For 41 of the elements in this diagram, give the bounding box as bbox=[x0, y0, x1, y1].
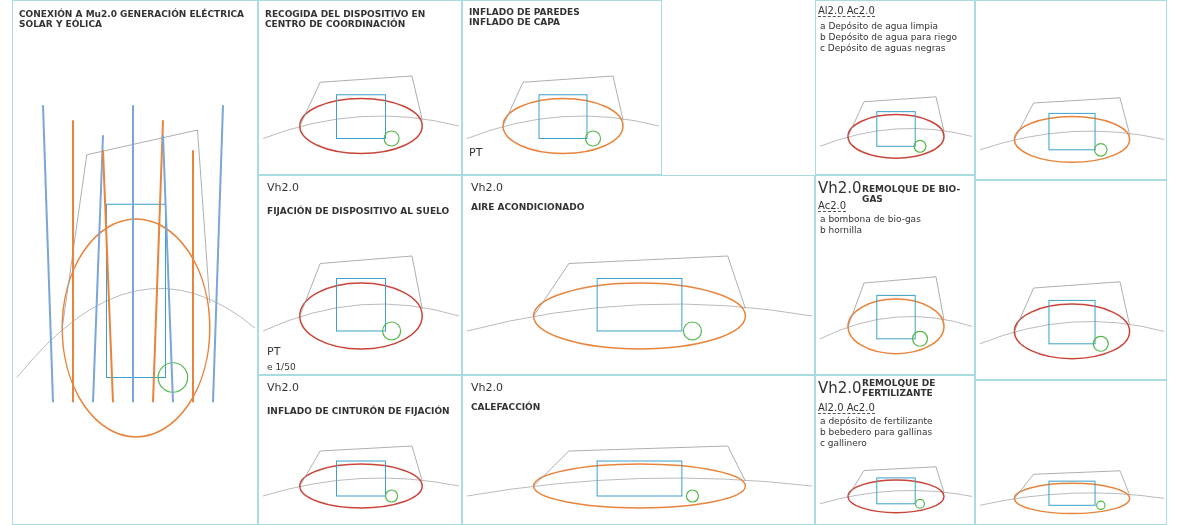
panel-heading: Vh2.0 bbox=[471, 182, 503, 194]
code-heading: Vh2.0 bbox=[818, 380, 862, 396]
note-text: a Depósito de agua limpia bbox=[820, 21, 939, 31]
drawing-panel bbox=[462, 175, 815, 375]
drawing-panel bbox=[975, 380, 1167, 525]
drawing-panel bbox=[815, 175, 975, 375]
panel-title: REMOLQUE DE BIO-GAS bbox=[862, 184, 962, 204]
panel-title: FIJACIÓN DE DISPOSITIVO AL SUELO bbox=[267, 206, 450, 216]
drawing-panel bbox=[975, 0, 1167, 180]
note-text: b bebedero para gallinas bbox=[820, 427, 933, 437]
panel-title: AIRE ACONDICIONADO bbox=[471, 202, 585, 212]
panel-heading: Vh2.0 bbox=[267, 382, 299, 394]
note-text: a depósito de fertilizante bbox=[820, 416, 933, 426]
note-text: c Depósito de aguas negras bbox=[820, 43, 946, 53]
panel-title: RECOGIDA DEL DISPOSITIVO EN CENTRO DE COORDINACIÓN bbox=[265, 9, 427, 29]
drawing-panel bbox=[815, 0, 975, 175]
panel-title: CONEXIÓN A Mu2.0 GENERACIÓN ELÉCTRICA SOLAR Y EÓLICA bbox=[19, 9, 246, 29]
module-code: Al2.0 Ac2.0 bbox=[818, 402, 875, 414]
drawing-panel bbox=[258, 175, 462, 375]
panel-title: REMOLQUE DE FERTILIZANTE bbox=[862, 378, 937, 398]
panel-title: CALEFACCIÓN bbox=[471, 402, 541, 412]
note-text: e 1/50 bbox=[267, 362, 296, 372]
drawing-panel bbox=[258, 375, 462, 525]
drawing-panel bbox=[975, 180, 1167, 380]
code-heading: Vh2.0 bbox=[818, 180, 862, 196]
module-code: Ac2.0 bbox=[818, 200, 847, 212]
note-text: c gallinero bbox=[820, 438, 867, 448]
drawing-panel bbox=[462, 0, 662, 175]
note-text: b hornilla bbox=[820, 225, 863, 235]
panel-title: INFLADO DE CINTURÓN DE FIJACIÓN bbox=[267, 406, 450, 416]
panel-heading: PT bbox=[267, 346, 281, 358]
drawing-panel bbox=[462, 375, 815, 525]
note-text: a bombona de bio-gas bbox=[820, 214, 921, 224]
panel-heading: PT bbox=[469, 147, 483, 159]
panel-heading: Vh2.0 bbox=[471, 382, 503, 394]
module-code: Al2.0 Ac2.0 bbox=[818, 5, 875, 17]
note-text: b Depósito de agua para riego bbox=[820, 32, 958, 42]
panel-title: INFLADO DE PAREDES INFLADO DE CAPA bbox=[469, 7, 581, 27]
drawing-panel bbox=[258, 0, 462, 175]
panel-heading: Vh2.0 bbox=[267, 182, 299, 194]
drawing-panel bbox=[815, 375, 975, 525]
